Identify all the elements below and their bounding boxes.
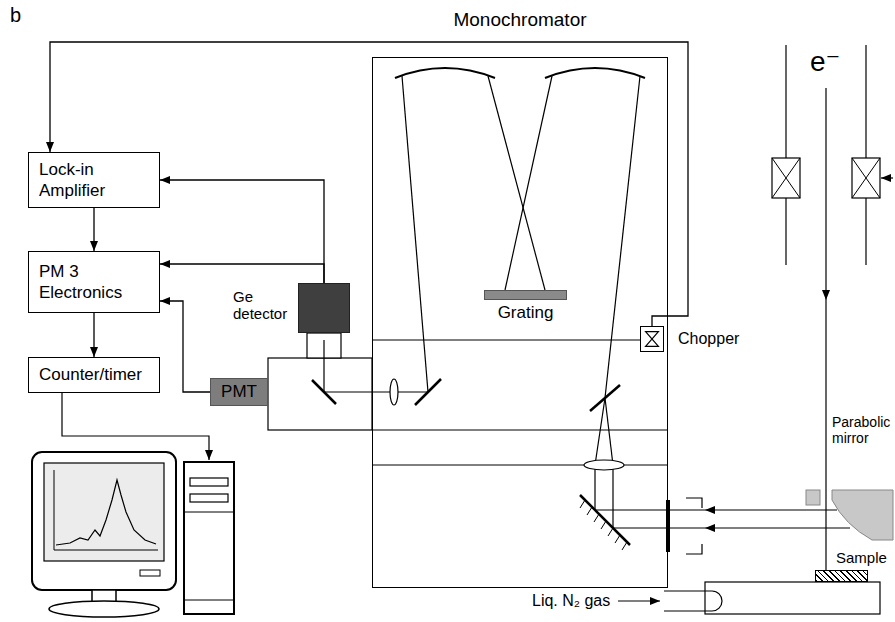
part-label: Parabolic mirror	[832, 414, 894, 446]
computer-tower	[184, 462, 234, 614]
column-wall	[785, 198, 786, 265]
box-label: Lock-in Amplifier	[39, 159, 149, 202]
light-ray	[488, 76, 545, 290]
lens	[584, 460, 624, 470]
concave-mirror	[395, 68, 495, 78]
signal-connector	[160, 301, 210, 392]
box-title: Monochromator	[373, 9, 667, 31]
electron-beam	[825, 88, 826, 300]
electron-beam	[825, 300, 826, 570]
lens	[390, 379, 398, 405]
detector-box: Ge detector	[298, 283, 350, 333]
entrance-window	[666, 500, 670, 552]
sample-block: Sample	[815, 570, 868, 582]
column-wall	[785, 45, 786, 158]
light-ray	[595, 398, 605, 465]
plot-axes	[54, 470, 158, 550]
part-label: Sample	[836, 549, 887, 566]
grating-bar: Grating	[484, 290, 567, 300]
light-ray	[324, 391, 428, 392]
hatched-mirror	[580, 495, 630, 545]
box-label: Counter/timer	[39, 364, 142, 385]
light-beam	[595, 509, 705, 510]
monitor-neck	[92, 590, 116, 602]
instrument-box: Lock-in Amplifier	[28, 152, 160, 208]
light-beam	[613, 527, 705, 528]
computer-icon	[32, 393, 234, 617]
mirror-hatching	[580, 500, 627, 550]
part-label: Liq. N₂ gas	[532, 592, 610, 610]
part-label: Chopper	[678, 330, 739, 348]
particle-label: e⁻	[810, 46, 840, 78]
chopper-symbol	[641, 327, 663, 351]
light-ray	[612, 465, 613, 528]
drive-slot	[190, 494, 228, 502]
parabolic-mirror	[806, 490, 820, 505]
box-label: PMT	[221, 381, 257, 402]
signal-connector	[93, 208, 94, 251]
monitor-base	[49, 601, 159, 617]
coil-cross	[772, 158, 800, 198]
instrument-box: Counter/timer	[28, 357, 160, 393]
concave-mirror	[545, 68, 645, 78]
flip-mirror	[312, 380, 336, 404]
flat-mirror	[415, 379, 441, 405]
chopper-box: Chopper	[640, 326, 664, 352]
monochromator-optics	[324, 68, 850, 554]
light-ray	[324, 391, 372, 392]
signal-connector	[93, 313, 94, 357]
current-arrow	[881, 177, 893, 178]
coil-symbol	[772, 158, 800, 198]
signal-connector	[160, 264, 324, 283]
window-bracket	[686, 498, 702, 554]
panel-letter: b	[10, 4, 21, 27]
box-label: PM 3 Electronics	[39, 261, 149, 304]
monochromator-box: MonochromatorGratingChopper	[372, 57, 668, 588]
chopper-blade	[646, 332, 659, 347]
monitor-button	[140, 570, 160, 576]
coolant-arrow	[618, 600, 660, 601]
coolant-pipe	[664, 591, 722, 611]
instrument-box: PM 3 Electronics	[28, 251, 160, 313]
panel-line	[184, 512, 234, 513]
light-beam	[705, 509, 837, 510]
panel-line	[184, 600, 234, 601]
part-label: Grating	[498, 303, 554, 323]
drive-slot	[190, 478, 228, 486]
light-ray	[402, 76, 428, 392]
part-label: Ge detector	[233, 288, 295, 323]
coil-symbol	[852, 158, 880, 198]
divider-line	[372, 340, 640, 341]
light-ray	[594, 465, 595, 510]
cold-stage	[705, 582, 880, 614]
light-ray	[323, 340, 324, 392]
electron-column	[772, 45, 893, 570]
light-ray	[605, 76, 640, 398]
column-wall	[865, 45, 866, 158]
spectrum-curve	[56, 480, 156, 545]
light-beam	[705, 527, 850, 528]
light-ray	[605, 398, 613, 465]
sample-stage	[618, 582, 880, 614]
coil-cross	[852, 158, 880, 198]
parabolic-mirror	[832, 490, 893, 540]
column-wall	[865, 198, 866, 265]
monitor-frame	[32, 452, 176, 590]
detector-box: PMT	[210, 378, 268, 406]
monitor-screen	[44, 463, 164, 561]
divider-line	[372, 430, 668, 431]
signal-connector	[160, 180, 324, 283]
light-ray	[505, 76, 552, 290]
detector-housing	[268, 333, 372, 430]
data-wire	[62, 393, 209, 460]
housing-box	[268, 358, 372, 430]
